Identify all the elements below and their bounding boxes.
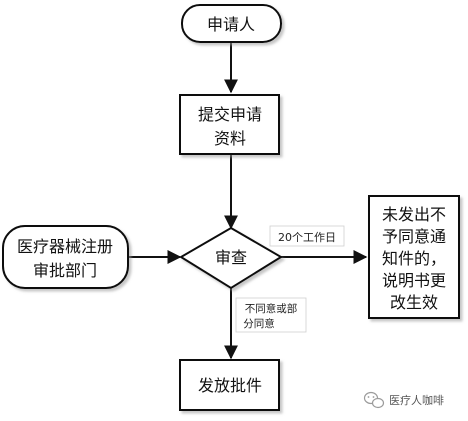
edges (128, 42, 368, 360)
node-notice: 未发出不 予同意通 知件的， 说明书更 改生效 (368, 195, 460, 319)
node-review-label: 审查 (215, 248, 247, 267)
node-review: 审查 (179, 226, 283, 290)
node-department: 医疗器械注册 审批部门 (2, 225, 129, 289)
edge-label-text-line2: 分同意 (243, 317, 275, 330)
node-issue-label: 发放批件 (198, 376, 262, 395)
node-department-line1: 医疗器械注册 (17, 237, 113, 256)
node-issue: 发放批件 (179, 359, 280, 411)
node-submit-line1: 提交申请 (198, 105, 262, 124)
node-submit-line2: 资料 (214, 129, 246, 148)
edge-label-review-to-notice: 20个工作日 (269, 225, 345, 247)
node-notice-line3: 知件的， (382, 249, 446, 268)
node-department-line2: 审批部门 (33, 261, 97, 280)
watermark-text: 医疗人咖啡 (389, 393, 444, 407)
node-notice-line2: 予同意通 (382, 227, 446, 246)
node-submit: 提交申请 资料 (179, 94, 280, 155)
wechat-icon (363, 391, 385, 409)
edge-label-text-line1: 不同意或部 (245, 302, 298, 315)
edge-label-text: 20个工作日 (278, 231, 336, 244)
node-notice-line1: 未发出不 (382, 205, 446, 224)
node-notice-line5: 改生效 (390, 293, 438, 312)
node-applicant-label: 申请人 (207, 15, 255, 34)
watermark: 医疗人咖啡 (363, 391, 444, 409)
node-applicant: 申请人 (181, 4, 282, 43)
edge-label-review-to-issue: 不同意或部 分同意 (235, 297, 307, 333)
node-notice-line4: 说明书更 (382, 271, 446, 290)
